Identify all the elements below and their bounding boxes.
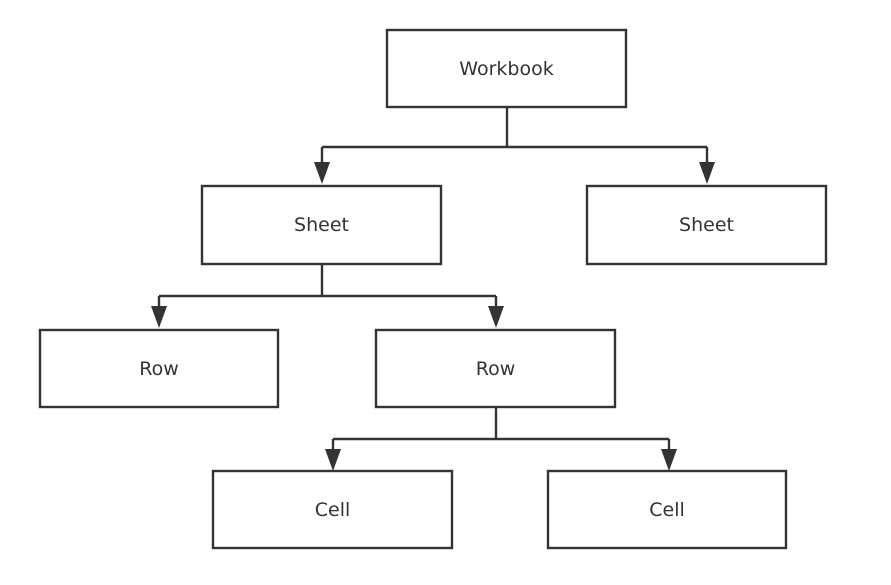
node-workbook-label: Workbook	[459, 58, 553, 80]
edge-sheet-to-rows	[151, 264, 504, 328]
node-sheet-right-label: Sheet	[679, 214, 734, 236]
node-cell-right: Cell	[546, 469, 788, 550]
node-row-left-box	[38, 328, 280, 409]
arrow-head-row-right	[488, 306, 504, 328]
node-cell-left: Cell	[211, 469, 454, 550]
node-cell-left-box	[211, 469, 454, 550]
edge-workbook-to-sheets	[314, 108, 715, 184]
node-workbook-box	[385, 28, 628, 109]
node-sheet-left-box	[200, 184, 443, 266]
arrow-head-cell-left	[325, 449, 341, 471]
node-sheet-left-label: Sheet	[294, 214, 349, 236]
node-sheet-right: Sheet	[585, 184, 828, 266]
node-workbook: Workbook	[385, 28, 628, 109]
node-row-left: Row	[38, 328, 280, 409]
arrow-head-cell-right	[661, 449, 677, 471]
arrow-head-row-left	[151, 306, 167, 328]
edge-row-to-cells	[325, 408, 677, 471]
arrow-head-sheet-left	[314, 162, 330, 184]
node-cell-right-label: Cell	[649, 499, 685, 521]
node-row-left-label: Row	[139, 358, 179, 380]
node-row-right: Row	[374, 328, 617, 409]
node-row-right-box	[374, 328, 617, 409]
node-cell-right-box	[546, 469, 788, 550]
node-sheet-left: Sheet	[200, 184, 443, 266]
arrow-head-sheet-right	[699, 162, 715, 184]
node-sheet-right-box	[585, 184, 828, 266]
node-cell-left-label: Cell	[315, 499, 351, 521]
node-row-right-label: Row	[476, 358, 516, 380]
